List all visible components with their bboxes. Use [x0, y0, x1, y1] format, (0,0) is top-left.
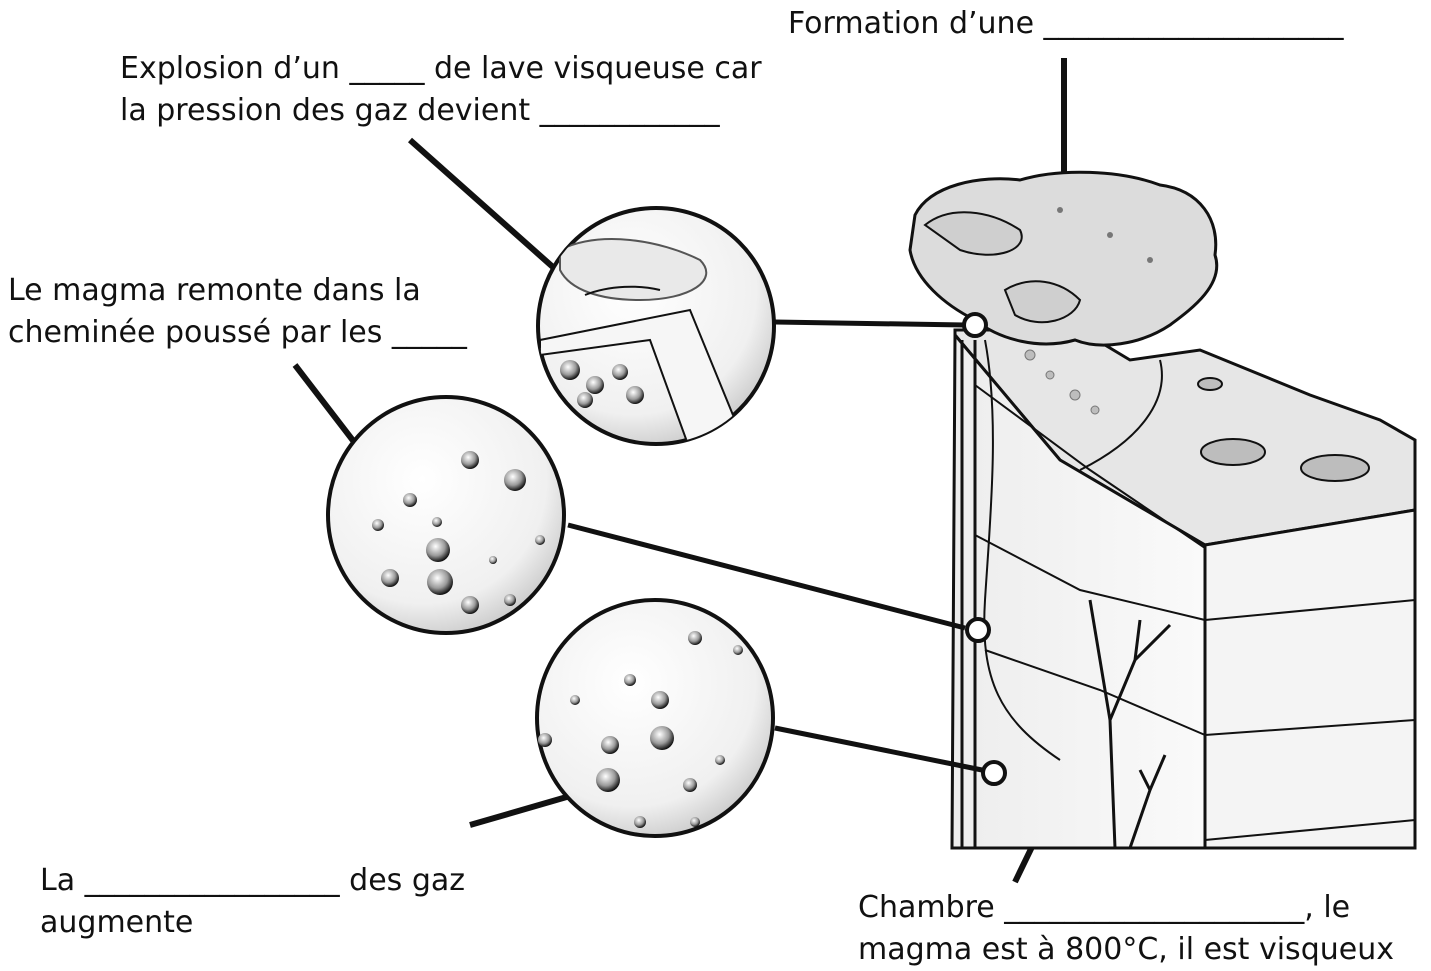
volcano-block — [952, 330, 1415, 848]
lens-chamber-bubbles — [537, 600, 773, 836]
lens-chimney-bubbles — [328, 397, 564, 633]
lens-explosion — [538, 208, 774, 450]
